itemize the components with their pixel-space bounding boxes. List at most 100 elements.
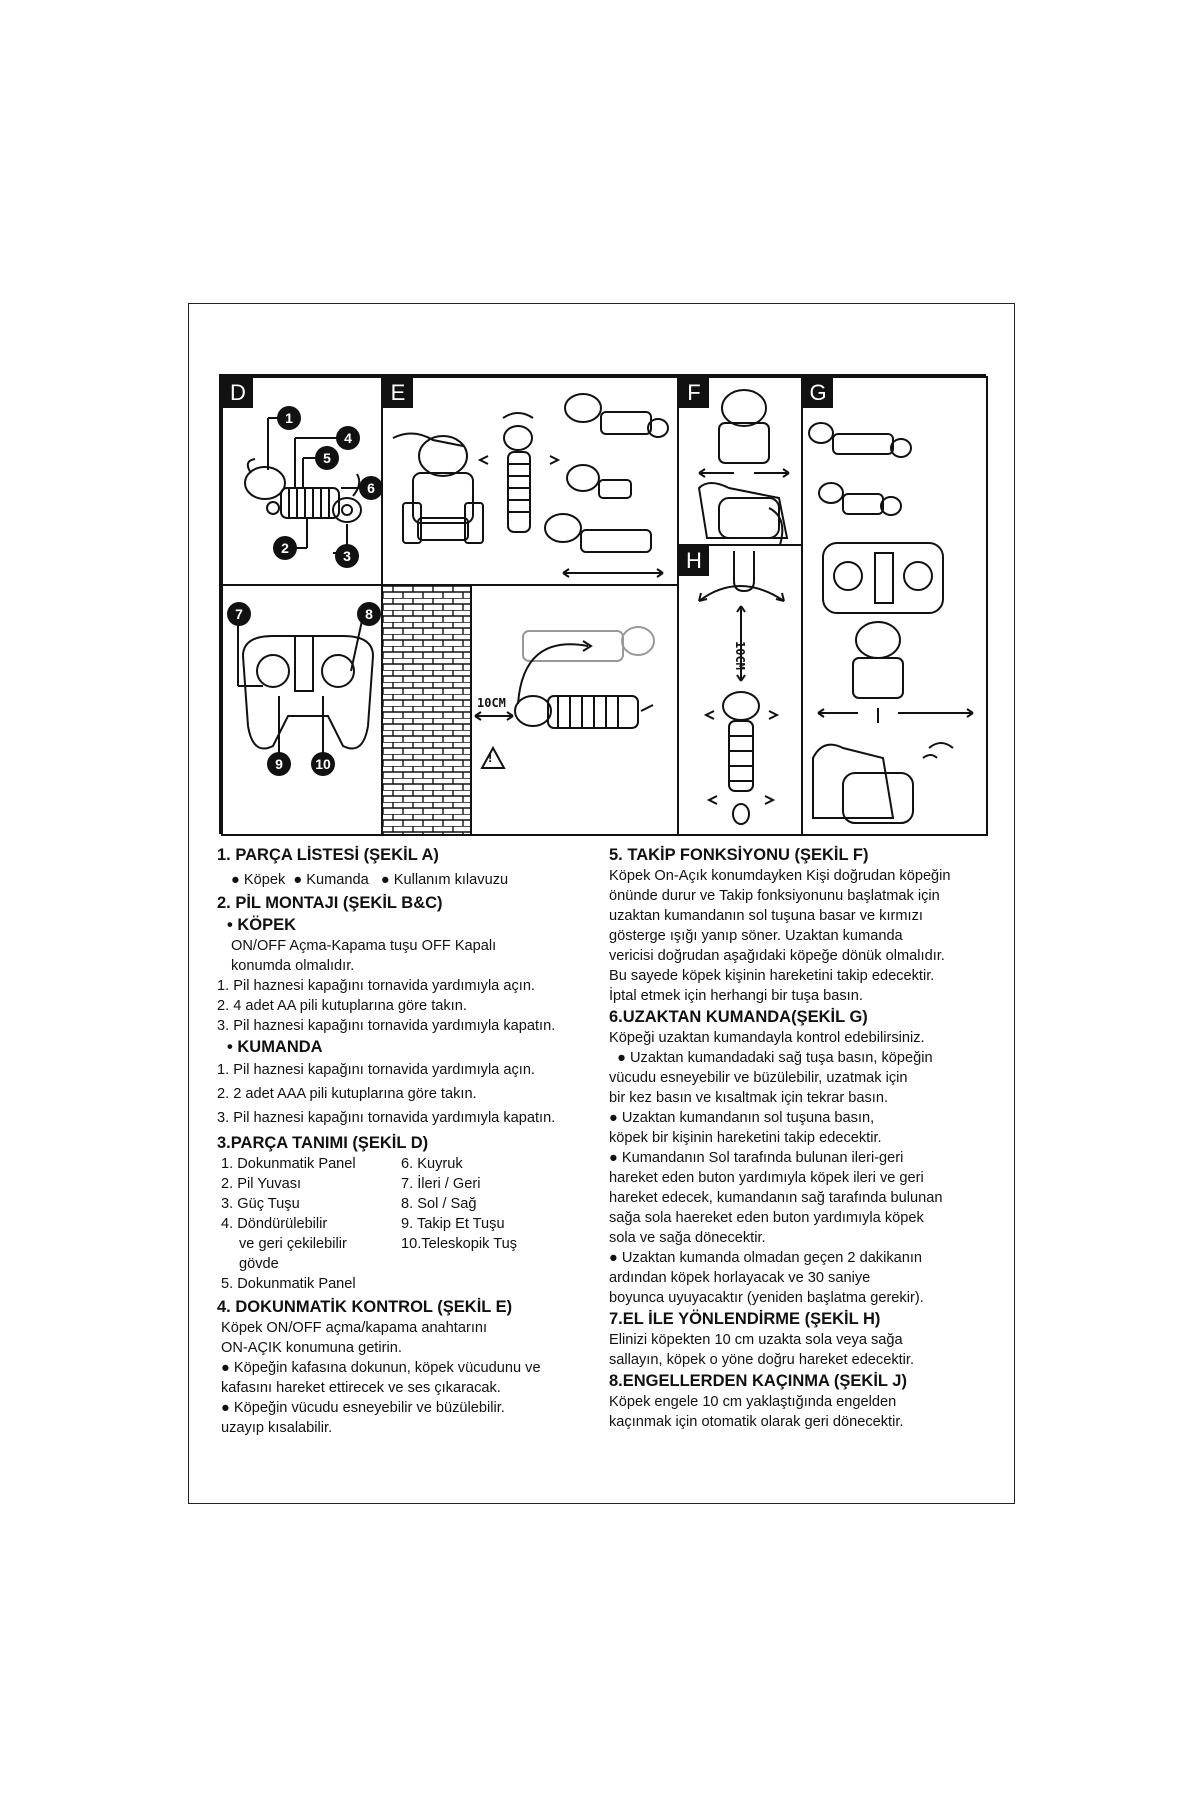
section5-line: Bu sayede köpek kişinin hareketini takip… bbox=[609, 968, 935, 984]
dog-parts-illustration bbox=[244, 417, 363, 554]
panel-d-remote: 7 8 9 10 bbox=[221, 584, 383, 836]
part-item: 5. Dokunmatik Panel bbox=[221, 1276, 356, 1292]
section5-line: uzaktan kumandanın sol tuşuna basar ve k… bbox=[609, 908, 923, 924]
dog-step-2: 2. 4 adet AA pili kutuplarına göre takın… bbox=[217, 998, 467, 1014]
section5-line: önünde durur ve Takip fonksiyonunu başla… bbox=[609, 888, 940, 904]
part-item: 9. Takip Et Tuşu bbox=[401, 1216, 505, 1232]
section4-line: Köpek ON/OFF açma/kapama anahtarını bbox=[221, 1320, 488, 1336]
panel-g: G bbox=[801, 376, 988, 836]
section6-line: ● Uzaktan kumandadaki sağ tuşa basın, kö… bbox=[609, 1050, 933, 1066]
callout-3: 3 bbox=[335, 544, 359, 568]
section2-title: 2. PİL MONTAJI (ŞEKİL B&C) bbox=[217, 894, 443, 912]
part-item: 2. Pil Yuvası bbox=[221, 1176, 302, 1192]
callout-1: 1 bbox=[277, 406, 301, 430]
callout-5: 5 bbox=[315, 446, 339, 470]
section7-title: 7.EL İLE YÖNLENDİRME (ŞEKİL H) bbox=[609, 1310, 881, 1328]
part-item: 8. Sol / Sağ bbox=[401, 1196, 477, 1212]
follow-function-illustration bbox=[697, 389, 790, 544]
distance-label-h: 10CM bbox=[733, 641, 747, 670]
parts-list-right: 6. Kuyruk 7. İleri / Geri 8. Sol / Sağ 9… bbox=[401, 1154, 601, 1294]
part-item: gövde bbox=[239, 1256, 279, 1272]
parts-list: 1. Dokunmatik Panel 2. Pil Yuvası 3. Güç… bbox=[221, 1154, 602, 1294]
section4-line: kafasını hareket ettirecek ve ses çıkara… bbox=[221, 1380, 501, 1396]
section5-line: Köpek On-Açık konumdayken Kişi doğrudan … bbox=[609, 868, 951, 884]
dog-step-1: 1. Pil haznesi kapağını tornavida yardım… bbox=[217, 978, 535, 994]
section6-line: sağa sola haereket eden buton yardımıyla… bbox=[609, 1210, 924, 1226]
section6-line: Köpeği uzaktan kumandayla kontrol edebil… bbox=[609, 1030, 925, 1046]
warning-icon: ! bbox=[488, 750, 493, 765]
part-item: 3. Güç Tuşu bbox=[221, 1196, 300, 1212]
section4-line: ON-AÇIK konumuna getirin. bbox=[221, 1340, 402, 1356]
callout-8: 8 bbox=[357, 602, 381, 626]
panel-h: H 10CM bbox=[677, 544, 803, 836]
section4-title: 4. DOKUNMATİK KONTROL (ŞEKİL E) bbox=[217, 1298, 513, 1316]
manual-page: D bbox=[188, 303, 1015, 1504]
section1-title: 1. PARÇA LİSTESİ (ŞEKİL A) bbox=[217, 846, 439, 864]
section8-line: kaçınmak için otomatik olarak geri dönec… bbox=[609, 1414, 904, 1430]
section7-line: Elinizi köpekten 10 cm uzakta sola veya … bbox=[609, 1332, 903, 1348]
section6-line: hareket eden buton yardımıyla köpek iler… bbox=[609, 1170, 924, 1186]
dog-heading: • KÖPEK bbox=[227, 916, 297, 934]
section6-line: ● Kumandanın Sol tarafında bulunan ileri… bbox=[609, 1150, 904, 1166]
section7-line: sallayın, köpek o yöne doğru hareket ede… bbox=[609, 1352, 915, 1368]
dog-note-2: konumda olmalıdır. bbox=[231, 958, 355, 974]
section4-line: uzayıp kısalabilir. bbox=[221, 1420, 333, 1436]
section6-line: hareket edecek, kumandanın sağ tarafında… bbox=[609, 1190, 943, 1206]
section8-line: Köpek engele 10 cm yaklaştığında engelde… bbox=[609, 1394, 897, 1410]
panel-e-label: E bbox=[383, 378, 413, 408]
touch-control-illustration bbox=[392, 393, 669, 578]
section6-line: ● Uzaktan kumanda olmadan geçen 2 dakika… bbox=[609, 1250, 923, 1266]
section3-title: 3.PARÇA TANIMI (ŞEKİL D) bbox=[217, 1134, 429, 1152]
panel-f-label: F bbox=[679, 378, 709, 408]
section5-title: 5. TAKİP FONKSİYONU (ŞEKİL F) bbox=[609, 846, 869, 864]
part-item: 7. İleri / Geri bbox=[401, 1176, 481, 1192]
remote-step-1: 1. Pil haznesi kapağını tornavida yardım… bbox=[217, 1062, 535, 1078]
section1-items: ● Köpek ● Kumanda ● Kullanım kılavuzu bbox=[231, 872, 509, 888]
section4-line: ● Köpeğin vücudu esneyebilir ve büzülebi… bbox=[221, 1400, 505, 1416]
left-column: 1. PARÇA LİSTESİ (ŞEKİL A) ● Köpek ● Kum… bbox=[217, 844, 602, 1438]
remote-step-3: 3. Pil haznesi kapağını tornavida yardım… bbox=[217, 1110, 556, 1126]
section6-line: ardından köpek horlayacak ve 30 saniye bbox=[609, 1270, 871, 1286]
part-item: 10.Teleskopik Tuş bbox=[401, 1236, 518, 1252]
panel-f: F bbox=[677, 376, 803, 546]
panel-d: D bbox=[221, 376, 383, 586]
section5-line: vericisi doğrudan aşağıdaki köpeğe dönük… bbox=[609, 948, 945, 964]
right-column: 5. TAKİP FONKSİYONU (ŞEKİL F) Köpek On-A… bbox=[609, 844, 994, 1432]
panel-i: I bbox=[381, 584, 679, 836]
dog-note-1: ON/OFF Açma-Kapama tuşu OFF Kapalı bbox=[231, 938, 497, 954]
callout-4: 4 bbox=[336, 426, 360, 450]
callout-9: 9 bbox=[267, 752, 291, 776]
panel-e: E bbox=[381, 376, 679, 586]
section5-line: gösterge ışığı yanıp söner. Uzaktan kuma… bbox=[609, 928, 903, 944]
dog-step-3: 3. Pil haznesi kapağını tornavida yardım… bbox=[217, 1018, 556, 1034]
section8-title: 8.ENGELLERDEN KAÇINMA (ŞEKİL J) bbox=[609, 1372, 907, 1390]
callout-2: 2 bbox=[273, 536, 297, 560]
parts-list-left: 1. Dokunmatik Panel 2. Pil Yuvası 3. Güç… bbox=[221, 1154, 401, 1294]
section6-line: boyunca uyuyacaktır (yeniden başlatma ge… bbox=[609, 1290, 924, 1306]
part-item: 4. Döndürülebilir bbox=[221, 1216, 328, 1232]
figure-panels: D bbox=[219, 374, 988, 836]
distance-label-i: 10CM bbox=[477, 696, 506, 710]
part-item: 6. Kuyruk bbox=[401, 1156, 463, 1172]
section6-line: ● Uzaktan kumandanın sol tuşuna basın, bbox=[609, 1110, 875, 1126]
section6-title: 6.UZAKTAN KUMANDA(ŞEKİL G) bbox=[609, 1008, 868, 1026]
panel-d-label: D bbox=[223, 378, 253, 408]
remote-heading: • KUMANDA bbox=[227, 1038, 323, 1056]
part-item: ve geri çekilebilir bbox=[239, 1236, 347, 1252]
hand-guidance-illustration bbox=[698, 551, 785, 825]
remote-control-illustration bbox=[808, 422, 974, 824]
obstacle-avoidance-illustration bbox=[383, 586, 655, 834]
part-item: 1. Dokunmatik Panel bbox=[221, 1156, 356, 1172]
section6-line: bir kez basın ve kısaltmak için tekrar b… bbox=[609, 1090, 889, 1106]
section6-line: köpek bir kişinin hareketini takip edece… bbox=[609, 1130, 882, 1146]
section5-line: İptal etmek için herhangi bir tuşa basın… bbox=[609, 988, 863, 1004]
section6-line: sola ve sağa dönecektir. bbox=[609, 1230, 766, 1246]
remote-parts-illustration bbox=[237, 615, 375, 756]
section4-line: ● Köpeğin kafasına dokunun, köpek vücudu… bbox=[221, 1360, 541, 1376]
remote-step-2: 2. 2 adet AAA pili kutuplarına göre takı… bbox=[217, 1086, 477, 1102]
section6-line: vücudu esneyebilir ve büzülebilir, uzatm… bbox=[609, 1070, 908, 1086]
callout-7: 7 bbox=[227, 602, 251, 626]
callout-10: 10 bbox=[311, 752, 335, 776]
panel-g-label: G bbox=[803, 378, 833, 408]
callout-6: 6 bbox=[359, 476, 381, 500]
